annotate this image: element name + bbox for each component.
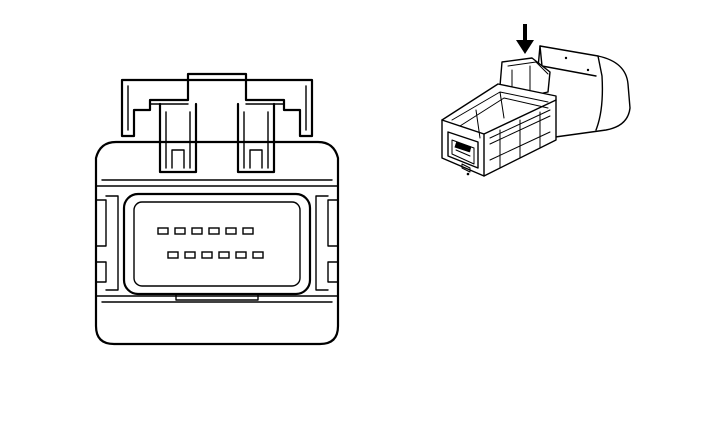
latch-arm-left-inner <box>165 111 191 169</box>
latch-arm-right <box>236 102 276 174</box>
latch-arm-right-inner <box>243 111 269 169</box>
pin-cavity <box>167 251 179 259</box>
housing-side-ribs <box>489 109 551 169</box>
down-arrow-icon <box>516 24 534 54</box>
mating-face-outer <box>122 192 312 296</box>
side-rib-right <box>327 199 339 283</box>
top-lock-tab <box>120 72 314 138</box>
pin-cavity <box>191 227 203 235</box>
pin-cavity <box>184 251 196 259</box>
bottom-slot <box>461 163 471 173</box>
pin-cavity <box>201 251 213 259</box>
housing-outer <box>94 140 340 346</box>
pin-cavities <box>157 227 264 259</box>
housing-front-face <box>441 99 557 177</box>
bottom-key <box>175 293 259 301</box>
side-rib-left-outer <box>105 195 119 291</box>
front-opening <box>447 131 479 169</box>
connector-perspective-view <box>441 24 631 177</box>
pin-cavity <box>208 227 220 235</box>
housing-upper-band <box>95 179 339 187</box>
pin-cavity <box>174 227 186 235</box>
pin-cavity <box>157 227 169 235</box>
pin-cavity <box>242 227 254 235</box>
connector-housing <box>441 83 557 177</box>
pin-cavity <box>252 251 264 259</box>
side-rib-right-outer <box>315 195 329 291</box>
top-lock-tab-inner <box>127 79 307 131</box>
housing-lower-band <box>95 295 339 303</box>
pin-cavity <box>218 251 230 259</box>
mating-face-inner <box>133 201 301 287</box>
pin-cavity <box>235 251 247 259</box>
front-opening-shadow <box>454 141 472 153</box>
pin-cavity <box>225 227 237 235</box>
housing-top-edge <box>451 91 549 139</box>
side-rib-left <box>95 199 107 283</box>
connector-front-view <box>94 72 340 346</box>
bottom-dot <box>466 172 470 176</box>
latch-arm-left <box>158 102 198 174</box>
rear-detail-dot <box>564 56 568 60</box>
rear-detail-dot <box>586 68 590 72</box>
